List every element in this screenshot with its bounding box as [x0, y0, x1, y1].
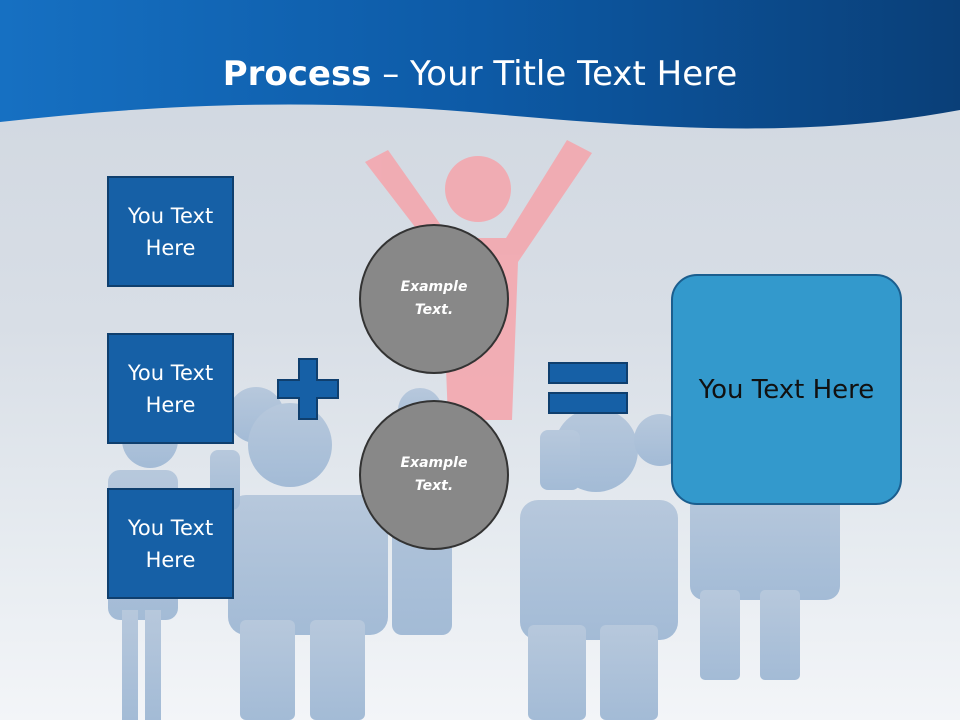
text-box-3[interactable]: You Text Here — [107, 488, 234, 599]
result-box[interactable]: You Text Here — [671, 274, 902, 505]
circle-label: Example Text. — [400, 455, 468, 494]
text-box-1[interactable]: You Text Here — [107, 176, 234, 287]
text-box-label: You Text Here — [127, 360, 214, 417]
text-box-label: You Text Here — [127, 515, 214, 572]
slide-title: Process – Your Title Text Here — [0, 52, 960, 96]
plus-icon — [277, 358, 339, 420]
text-box-label: You Text Here — [127, 203, 214, 260]
example-circle-1[interactable]: Example Text. — [359, 224, 509, 374]
text-box-2[interactable]: You Text Here — [107, 333, 234, 444]
header-band — [0, 0, 960, 129]
circle-label: Example Text. — [400, 279, 468, 318]
example-circle-2[interactable]: Example Text. — [359, 400, 509, 550]
equals-icon — [548, 362, 628, 414]
title-rest: – Your Title Text Here — [371, 54, 738, 94]
title-bold: Process — [222, 54, 372, 94]
result-label: You Text Here — [698, 374, 875, 405]
